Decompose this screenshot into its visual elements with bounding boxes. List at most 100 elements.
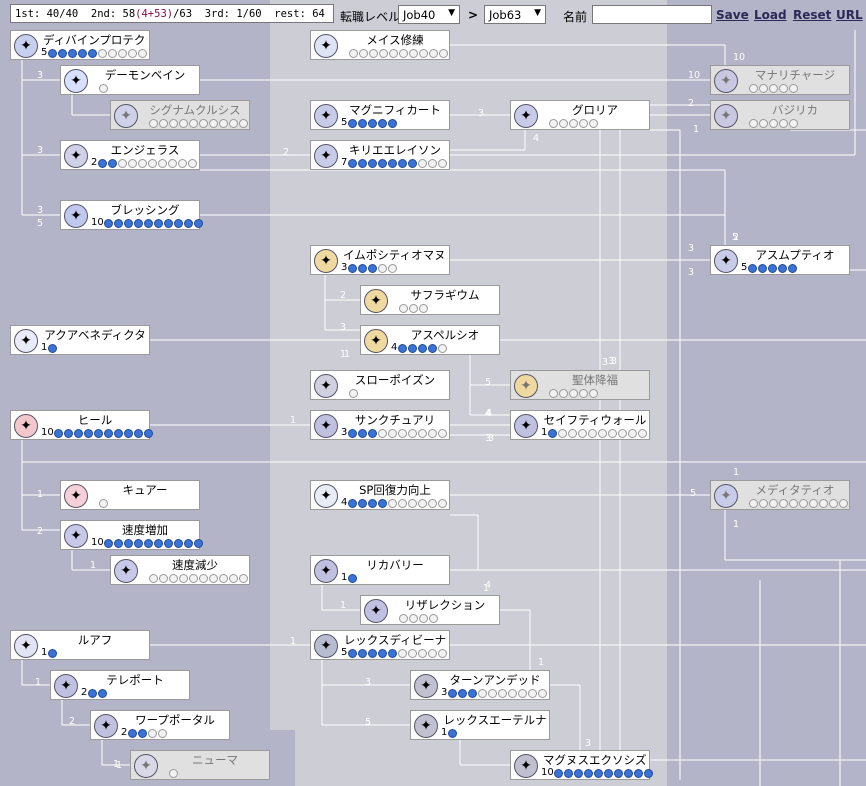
level-dot[interactable] bbox=[749, 119, 758, 128]
skill-level-dots[interactable] bbox=[169, 769, 179, 778]
level-dot[interactable] bbox=[128, 49, 137, 58]
level-dot[interactable] bbox=[348, 264, 357, 273]
level-dot[interactable] bbox=[348, 649, 357, 658]
level-dot[interactable] bbox=[108, 159, 117, 168]
level-dot[interactable] bbox=[368, 429, 377, 438]
level-dot[interactable] bbox=[239, 119, 248, 128]
skill-level-dots[interactable] bbox=[348, 264, 398, 273]
job-select-from[interactable]: Job40▼ bbox=[398, 5, 460, 24]
level-dot[interactable] bbox=[418, 649, 427, 658]
level-dot[interactable] bbox=[789, 499, 798, 508]
skill-level-dots[interactable] bbox=[749, 499, 849, 508]
level-dot[interactable] bbox=[149, 119, 158, 128]
level-dot[interactable] bbox=[368, 159, 377, 168]
skill-level-dots[interactable] bbox=[349, 389, 359, 398]
level-dot[interactable] bbox=[124, 219, 133, 228]
level-dot[interactable] bbox=[358, 499, 367, 508]
level-dot[interactable] bbox=[778, 264, 787, 273]
level-dot[interactable] bbox=[528, 689, 537, 698]
level-dot[interactable] bbox=[408, 159, 417, 168]
level-dot[interactable] bbox=[829, 499, 838, 508]
level-dot[interactable] bbox=[98, 159, 107, 168]
level-dot[interactable] bbox=[608, 429, 617, 438]
level-dot[interactable] bbox=[518, 689, 527, 698]
level-dot[interactable] bbox=[118, 159, 127, 168]
level-dot[interactable] bbox=[788, 264, 797, 273]
skill-level-dots[interactable] bbox=[348, 499, 448, 508]
level-dot[interactable] bbox=[579, 389, 588, 398]
level-dot[interactable] bbox=[239, 574, 248, 583]
level-dot[interactable] bbox=[399, 49, 408, 58]
level-dot[interactable] bbox=[398, 649, 407, 658]
skill-level-dots[interactable] bbox=[98, 159, 198, 168]
level-dot[interactable] bbox=[209, 574, 218, 583]
level-dot[interactable] bbox=[164, 219, 173, 228]
level-dot[interactable] bbox=[589, 119, 598, 128]
level-dot[interactable] bbox=[358, 429, 367, 438]
level-dot[interactable] bbox=[98, 49, 107, 58]
level-dot[interactable] bbox=[358, 159, 367, 168]
level-dot[interactable] bbox=[759, 84, 768, 93]
level-dot[interactable] bbox=[419, 304, 428, 313]
level-dot[interactable] bbox=[428, 499, 437, 508]
skill-level-dots[interactable] bbox=[48, 344, 58, 353]
level-dot[interactable] bbox=[114, 219, 123, 228]
level-dot[interactable] bbox=[408, 649, 417, 658]
skill-bss[interactable]: ✦聖体降福 bbox=[510, 370, 650, 400]
level-dot[interactable] bbox=[154, 539, 163, 548]
level-dot[interactable] bbox=[199, 574, 208, 583]
skill-level-dots[interactable] bbox=[104, 539, 204, 548]
level-dot[interactable] bbox=[378, 159, 387, 168]
level-dot[interactable] bbox=[468, 689, 477, 698]
level-dot[interactable] bbox=[779, 119, 788, 128]
level-dot[interactable] bbox=[148, 729, 157, 738]
level-dot[interactable] bbox=[438, 429, 447, 438]
skill-level-dots[interactable] bbox=[54, 429, 154, 438]
level-dot[interactable] bbox=[188, 159, 197, 168]
level-dot[interactable] bbox=[128, 159, 137, 168]
skill-level-dots[interactable] bbox=[748, 264, 798, 273]
level-dot[interactable] bbox=[349, 389, 358, 398]
level-dot[interactable] bbox=[398, 499, 407, 508]
level-dot[interactable] bbox=[779, 499, 788, 508]
level-dot[interactable] bbox=[438, 649, 447, 658]
level-dot[interactable] bbox=[348, 429, 357, 438]
level-dot[interactable] bbox=[634, 769, 643, 778]
level-dot[interactable] bbox=[138, 49, 147, 58]
level-dot[interactable] bbox=[409, 304, 418, 313]
skill-level-dots[interactable] bbox=[554, 769, 654, 778]
level-dot[interactable] bbox=[368, 499, 377, 508]
skill-mace[interactable]: ✦メイス修練 bbox=[310, 30, 450, 60]
level-dot[interactable] bbox=[419, 49, 428, 58]
level-dot[interactable] bbox=[98, 689, 107, 698]
level-dot[interactable] bbox=[438, 499, 447, 508]
level-dot[interactable] bbox=[438, 159, 447, 168]
level-dot[interactable] bbox=[48, 344, 57, 353]
level-dot[interactable] bbox=[184, 219, 193, 228]
level-dot[interactable] bbox=[108, 49, 117, 58]
skill-level-dots[interactable] bbox=[104, 219, 204, 228]
skill-med[interactable]: ✦メディタティオ bbox=[710, 480, 850, 510]
level-dot[interactable] bbox=[569, 389, 578, 398]
level-dot[interactable] bbox=[158, 159, 167, 168]
level-dot[interactable] bbox=[758, 264, 767, 273]
skill-level-dots[interactable] bbox=[399, 304, 429, 313]
level-dot[interactable] bbox=[88, 49, 97, 58]
level-dot[interactable] bbox=[584, 769, 593, 778]
level-dot[interactable] bbox=[638, 429, 647, 438]
level-dot[interactable] bbox=[169, 769, 178, 778]
level-dot[interactable] bbox=[559, 389, 568, 398]
skill-suf[interactable]: ✦サフラギウム bbox=[360, 285, 500, 315]
level-dot[interactable] bbox=[138, 729, 147, 738]
